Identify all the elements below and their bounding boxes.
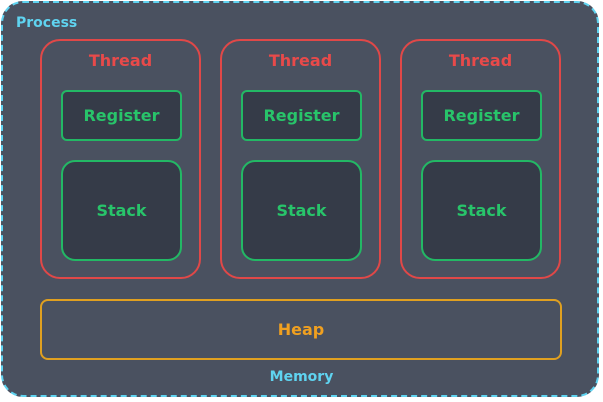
thread-box-3: Thread Register Stack [400, 39, 561, 279]
thread-label-3: Thread [448, 51, 513, 70]
thread-label-2: Thread [268, 51, 333, 70]
stack-box-1: Stack [61, 160, 182, 261]
memory-label: Memory [269, 369, 334, 385]
register-box-1: Register [61, 90, 182, 141]
thread-box-1: Thread Register Stack [40, 39, 201, 279]
stack-box-2: Stack [241, 160, 362, 261]
process-label: Process [16, 15, 78, 31]
heap-box: Heap [40, 299, 562, 360]
stack-box-3: Stack [421, 160, 542, 261]
register-box-2: Register [241, 90, 362, 141]
thread-label-1: Thread [88, 51, 153, 70]
register-box-3: Register [421, 90, 542, 141]
thread-box-2: Thread Register Stack [220, 39, 381, 279]
